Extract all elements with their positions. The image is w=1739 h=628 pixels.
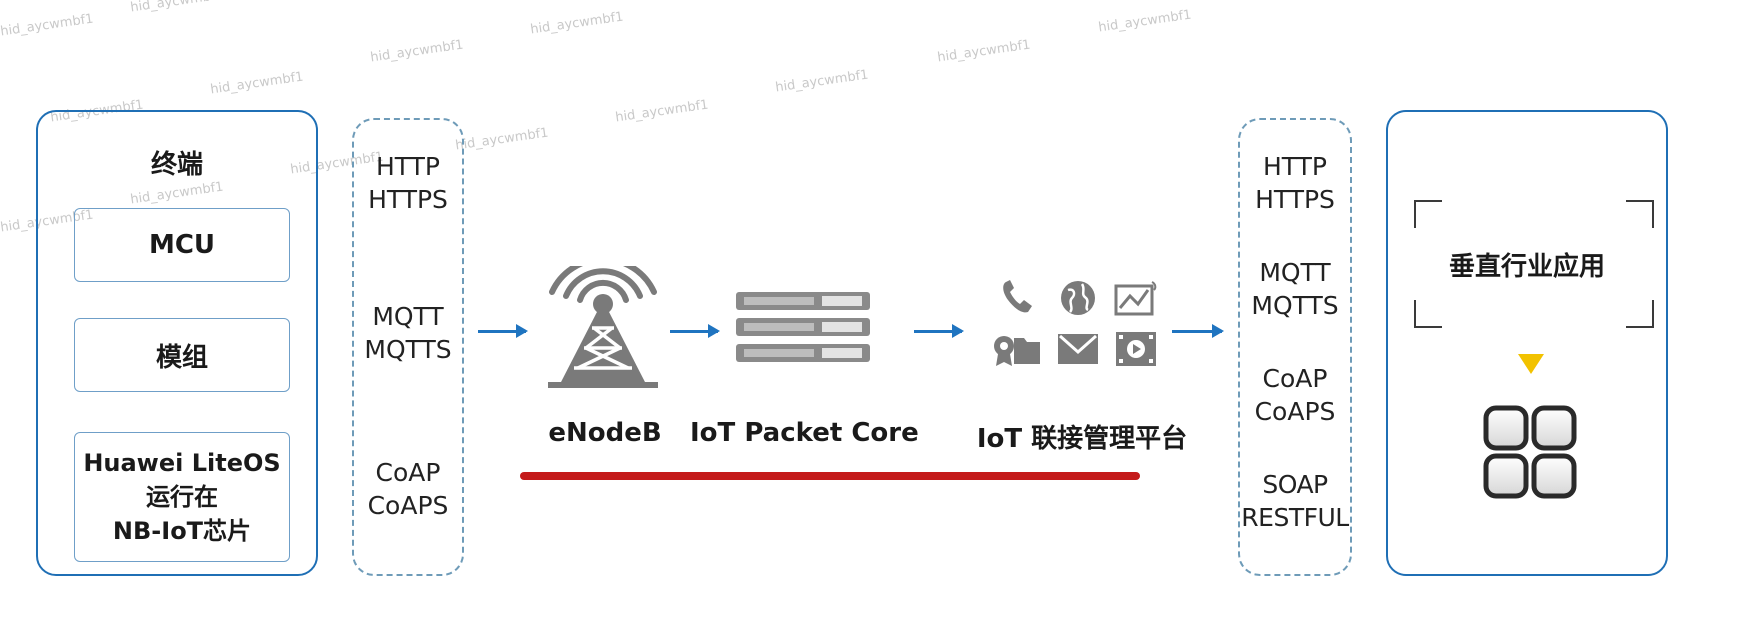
module-box: 模组 <box>74 318 290 392</box>
watermark-text: hid_aycwmbf1 <box>454 125 550 154</box>
protocol-group-coap: CoAP CoAPS <box>1240 362 1350 428</box>
right-protocol-panel: HTTP HTTPS MQTT MQTTS CoAP CoAPS SOAP RE… <box>1238 118 1352 576</box>
liteos-line: 运行在 <box>146 483 218 511</box>
liteos-line: Huawei LiteOS <box>83 449 281 477</box>
protocol-label: SOAP <box>1262 470 1328 499</box>
protocol-group-mqtt: MQTT MQTTS <box>1240 256 1350 322</box>
watermark-text: hid_aycwmbf1 <box>529 9 625 38</box>
bracket-corner <box>1414 200 1442 228</box>
left-protocol-panel: HTTP HTTPS MQTT MQTTS CoAP CoAPS <box>352 118 464 576</box>
bracket-corner <box>1626 200 1654 228</box>
watermark-text: hid_aycwmbf1 <box>0 11 95 40</box>
watermark-text: hid_aycwmbf1 <box>129 0 225 16</box>
bracket-corner <box>1414 300 1442 328</box>
liteos-box: Huawei LiteOS 运行在 NB-IoT芯片 <box>74 432 290 562</box>
folder-badge-icon <box>994 336 1040 366</box>
protocol-label: MQTT <box>372 302 444 331</box>
down-triangle-icon <box>1518 354 1544 374</box>
watermark-text: hid_aycwmbf1 <box>209 69 305 98</box>
watermark-text: hid_aycwmbf1 <box>774 67 870 96</box>
vertical-industry-panel: 垂直行业应用 <box>1386 110 1668 576</box>
protocol-label: HTTPS <box>368 185 448 214</box>
server-stack-icon <box>736 292 870 362</box>
flow-arrow <box>914 324 964 338</box>
flow-arrow <box>1172 324 1224 338</box>
protocol-label: MQTTS <box>1251 291 1339 320</box>
protocol-group-http: HTTP HTTPS <box>354 150 462 216</box>
network-underline <box>520 472 1140 480</box>
watermark-text: hid_aycwmbf1 <box>614 97 710 126</box>
vertical-industry-title: 垂直行业应用 <box>1448 252 1605 282</box>
liteos-line: NB-IoT芯片 <box>112 517 252 545</box>
terminal-panel: 终端 MCU 模组 Huawei LiteOS 运行在 NB-IoT芯片 <box>36 110 318 576</box>
protocol-label: HTTP <box>1263 152 1327 181</box>
mcu-box: MCU <box>74 208 290 282</box>
protocol-label: CoAPS <box>1254 397 1336 426</box>
protocol-label: MQTTS <box>364 335 452 364</box>
terminal-title: 终端 <box>150 150 203 180</box>
protocol-label: CoAPS <box>367 491 449 520</box>
watermark-text: hid_aycwmbf1 <box>369 37 465 66</box>
flow-arrow <box>478 324 528 338</box>
protocol-label: MQTT <box>1259 258 1331 287</box>
protocol-label: CoAP <box>1262 364 1328 393</box>
watermark-text: hid_aycwmbf1 <box>936 37 1032 66</box>
protocol-label: HTTPS <box>1255 185 1335 214</box>
protocol-label: RESTFUL <box>1241 503 1349 532</box>
platform-icons <box>990 278 1162 374</box>
app-grid-icon <box>1483 405 1577 499</box>
watermark-text: hid_aycwmbf1 <box>1097 7 1193 36</box>
cell-tower-icon <box>548 266 658 388</box>
protocol-group-coap: CoAP CoAPS <box>354 456 462 522</box>
protocol-label: CoAP <box>375 458 441 487</box>
bracket-corner <box>1626 300 1654 328</box>
platform-label: IoT 联接管理平台 <box>976 424 1188 454</box>
globe-icon <box>1061 281 1095 315</box>
protocol-group-http: HTTP HTTPS <box>1240 150 1350 216</box>
phone-icon <box>1003 280 1032 313</box>
protocol-label: HTTP <box>376 152 440 181</box>
map-icon <box>1114 281 1157 316</box>
protocol-group-soap: SOAP RESTFUL <box>1240 468 1350 534</box>
mail-icon <box>1058 334 1098 364</box>
protocol-group-mqtt: MQTT MQTTS <box>354 300 462 366</box>
flow-arrow <box>670 324 720 338</box>
video-icon <box>1116 332 1156 366</box>
packet-core-label: IoT Packet Core <box>690 418 919 448</box>
enodeb-label: eNodeB <box>548 418 662 448</box>
